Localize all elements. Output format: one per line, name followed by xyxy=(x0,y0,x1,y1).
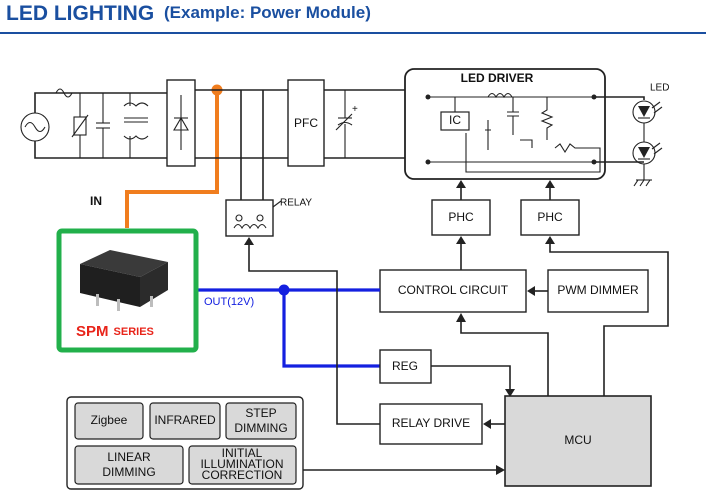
relay-icon xyxy=(233,214,267,230)
choke-icon xyxy=(123,93,149,158)
spm-module-image xyxy=(80,250,168,311)
pwm-dimmer-label: PWM DIMMER xyxy=(557,283,639,297)
initial-correction-box xyxy=(188,445,297,485)
initial-correction-label-3: CORRECTION xyxy=(202,468,283,482)
relay-label: RELAY xyxy=(280,198,312,209)
out-wire-branch xyxy=(282,290,380,368)
in-wire xyxy=(125,90,219,228)
initial-correction-label-1: INITIAL xyxy=(222,446,263,460)
relay-leader xyxy=(272,200,282,208)
reg-to-mcu xyxy=(431,365,511,396)
zigbee-label: Zigbee xyxy=(91,413,128,427)
arrow-icon xyxy=(456,180,466,188)
zigbee-box xyxy=(74,402,144,440)
bottom-rail xyxy=(34,141,167,159)
infrared-label: INFRARED xyxy=(154,413,216,427)
page-subtitle: (Example: Power Module) xyxy=(164,3,371,22)
page-title: LED LIGHTING xyxy=(6,2,154,25)
phc-left-label: PHC xyxy=(448,210,474,224)
fuse-icon xyxy=(55,88,73,98)
linear-dimming-box xyxy=(74,445,184,485)
control-circuit-box xyxy=(379,269,527,313)
arrow-icon xyxy=(545,236,555,244)
led-icon xyxy=(632,100,663,124)
diode-icon xyxy=(173,95,189,150)
led-label: LED xyxy=(650,83,669,94)
svg-text:+: + xyxy=(352,104,358,115)
in-label: IN xyxy=(90,194,102,208)
pwm-dimmer-box xyxy=(547,269,649,313)
relay-box xyxy=(225,199,274,237)
arrow-icon xyxy=(244,237,254,245)
arrow-icon xyxy=(496,465,505,475)
step-dimming-label-1: STEP xyxy=(245,406,276,420)
pfc-box xyxy=(287,79,325,167)
arrow-icon xyxy=(505,389,515,397)
arrow-icon xyxy=(527,286,535,296)
step-dimming-label-2: DIMMING xyxy=(234,421,287,435)
mcu-box xyxy=(504,395,652,487)
ic-label: IC xyxy=(449,113,461,127)
reg-box xyxy=(379,349,432,384)
relay-drive-label: RELAY DRIVE xyxy=(392,416,470,430)
infrared-box xyxy=(149,402,221,440)
relay-drive-to-relay xyxy=(248,244,380,425)
ic-box xyxy=(440,111,470,131)
arrow-icon xyxy=(545,180,555,188)
capacitor-icon xyxy=(96,93,110,158)
mcu-to-phc-right xyxy=(549,243,669,396)
mcu-label: MCU xyxy=(564,433,591,447)
arrow-icon xyxy=(456,313,466,322)
relay-drive-box xyxy=(379,403,483,445)
linear-dimming-label-1: LINEAR xyxy=(107,450,151,464)
arrow-icon xyxy=(456,236,466,244)
driver-circuit xyxy=(425,92,601,173)
arrow-icon xyxy=(483,419,491,429)
led-driver-label: LED DRIVER xyxy=(461,71,534,85)
phc-left-box xyxy=(431,199,491,236)
control-circuit-label: CONTROL CIRCUIT xyxy=(398,283,509,297)
mcu-to-control xyxy=(460,321,549,396)
top-rail xyxy=(34,92,167,113)
ac-source xyxy=(20,112,50,142)
reg-label: REG xyxy=(392,359,418,373)
pfc-label: PFC xyxy=(294,116,318,130)
phc-right-label: PHC xyxy=(537,210,563,224)
out-label: OUT(12V) xyxy=(204,296,254,308)
out-junction xyxy=(278,284,290,296)
bulk-capacitor-icon: + xyxy=(335,90,358,158)
ground-icon xyxy=(633,179,652,187)
step-dimming-box xyxy=(225,402,297,440)
varistor-icon xyxy=(71,93,89,158)
linear-dimming-label-2: DIMMING xyxy=(102,465,155,479)
initial-correction-label-2: ILLUMINATION xyxy=(200,457,283,471)
led-top-wire xyxy=(594,96,645,100)
led-icon xyxy=(632,141,663,165)
